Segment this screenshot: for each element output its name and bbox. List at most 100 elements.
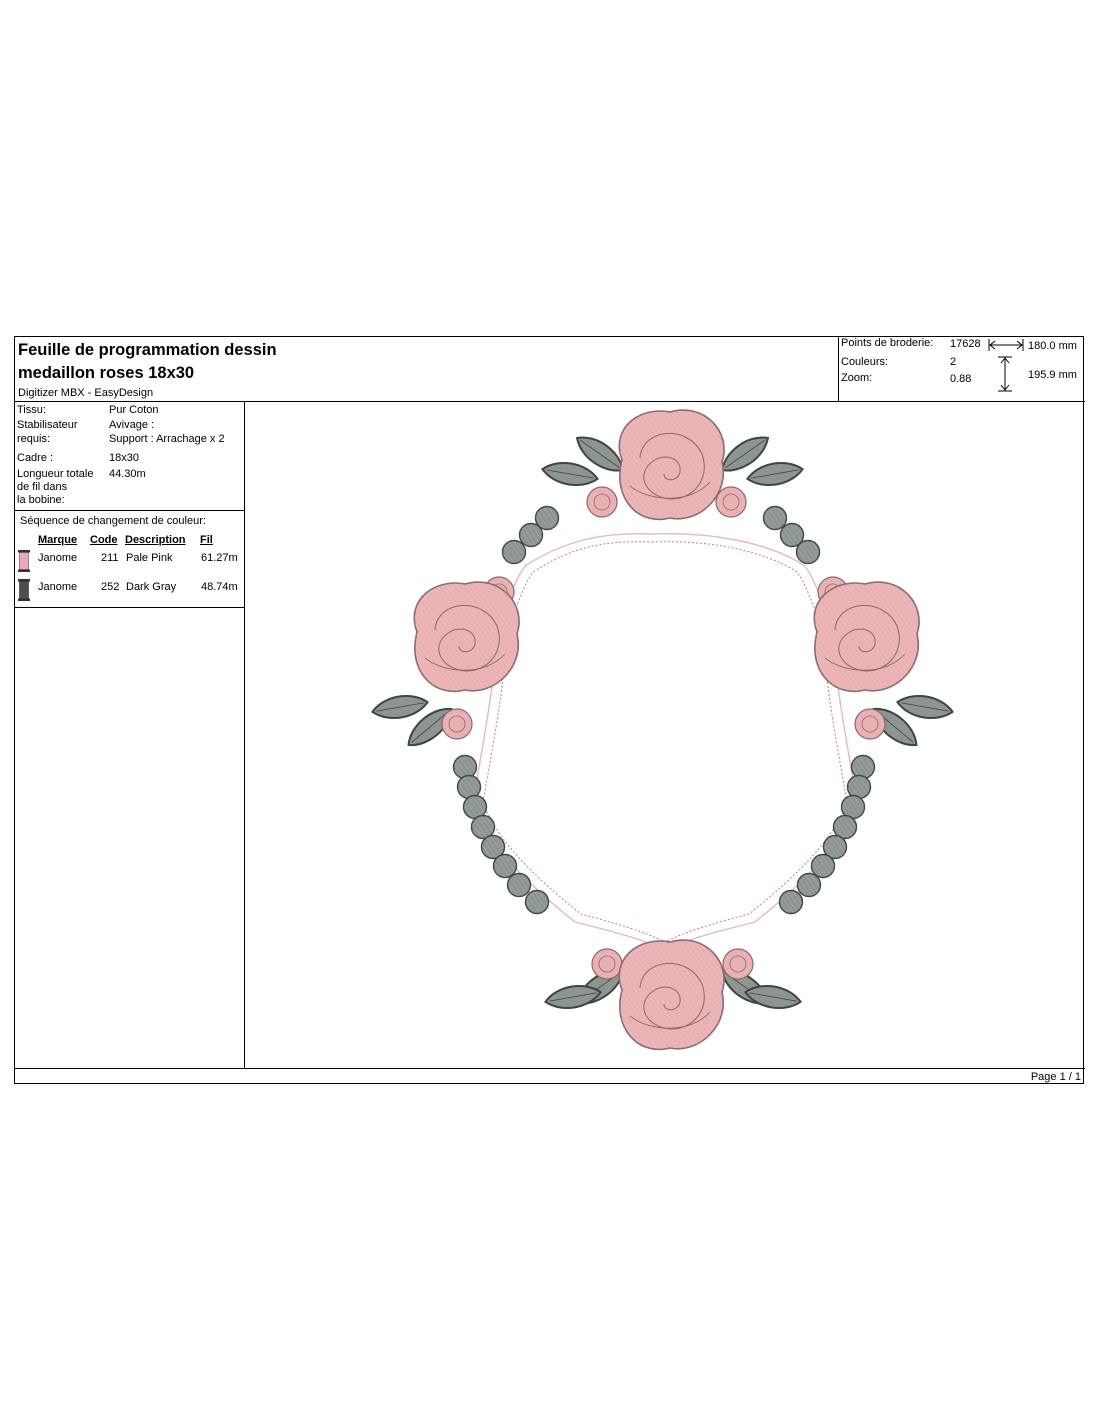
rose-petal-line (629, 1011, 711, 1029)
frame-label: Cadre : (17, 452, 54, 464)
fabric-label: Tissu: (17, 404, 46, 416)
bead-sheen (833, 815, 857, 839)
code-cell: 252 (101, 581, 120, 593)
brand-header: Marque (38, 534, 78, 546)
bud (722, 948, 754, 980)
rose-swirl (434, 604, 500, 672)
info-panel: Tissu: Pur Coton Stabilisateur Avivage :… (15, 402, 245, 1068)
stabilizer-value-2: Support : Arrachage x 2 (109, 433, 225, 445)
bead-sheen (851, 755, 875, 779)
design-title-line-2: medaillon roses 18x30 (18, 364, 195, 382)
stabilizer-label-1: Stabilisateur (17, 419, 78, 431)
thread-length-label-2: de fil dans (17, 481, 68, 493)
bead-sheen (519, 523, 543, 547)
bud-swirl (598, 955, 616, 973)
description-header: Description (125, 534, 186, 546)
rose-sheen (414, 582, 520, 692)
leaf (544, 985, 602, 1009)
leaf-vein (546, 469, 594, 479)
rose-swirl (639, 962, 705, 1030)
code-header: Code (90, 534, 118, 546)
rose-swirl (639, 432, 705, 500)
design-title-line-1: Feuille de programmation dessin (18, 341, 277, 359)
thread-length-value: 44.30m (109, 468, 146, 480)
thread-header: Fil (200, 534, 213, 546)
bead-sheen (780, 523, 804, 547)
design-height: 195.9 mm (1028, 369, 1077, 381)
leaf (744, 985, 802, 1009)
fabric-value: Pur Coton (109, 404, 159, 416)
frame-value: 18x30 (109, 452, 139, 464)
leaf (407, 707, 453, 747)
thread-cell: 61.27m (201, 552, 238, 564)
bead-sheen (493, 854, 517, 878)
leaf (371, 695, 429, 719)
bead-sheen (796, 540, 820, 564)
inner-frame-stitch (482, 541, 848, 943)
bead-sheen (453, 755, 477, 779)
leaves (371, 436, 954, 1009)
leaf-vein (580, 439, 620, 469)
leaf-vein (376, 702, 424, 712)
design-preview (245, 402, 1085, 1068)
bead-sheen (481, 835, 505, 859)
colors-value: 2 (950, 356, 957, 368)
brand-cell: Janome (38, 552, 78, 564)
bud (586, 486, 618, 518)
design-width: 180.0 mm (1028, 340, 1077, 352)
leaf-vein (751, 469, 799, 479)
rose-sheen (619, 940, 725, 1050)
stabilizer-value-1: Avivage : (109, 419, 155, 431)
bead-sheen (797, 873, 821, 897)
material-info: Tissu: Pur Coton Stabilisateur Avivage :… (15, 402, 244, 511)
bead-sheen (471, 815, 495, 839)
header-divider (15, 401, 1085, 402)
bud-swirl (861, 715, 879, 733)
stabilizer-label-2: requis: (17, 433, 51, 445)
zoom-value: 0.88 (950, 373, 972, 385)
bead-sheen (763, 506, 787, 530)
bead-sheen (779, 890, 803, 914)
bud (715, 486, 747, 518)
rose (618, 939, 725, 1051)
bud (441, 708, 473, 740)
rose-medallion-design (371, 409, 954, 1051)
rose-petal-line (629, 481, 711, 499)
bead-sheen (463, 795, 487, 819)
rose (618, 409, 725, 521)
stitches-value: 17628 (950, 338, 981, 350)
rose (413, 581, 520, 693)
leaf (746, 462, 804, 486)
rose (813, 581, 920, 693)
rose-sheen (814, 582, 920, 692)
bud-swirl (722, 493, 740, 511)
leaf-vein (901, 702, 949, 712)
leaf (896, 695, 954, 719)
bead-sheen (507, 873, 531, 897)
leaf-vein (749, 992, 797, 1002)
bud (854, 708, 886, 740)
description-cell: Dark Gray (126, 581, 177, 593)
dimension-arrows-icon (988, 339, 1024, 392)
leaf-vein (725, 439, 765, 469)
pink-spool-icon (18, 550, 30, 572)
rose-swirl (834, 604, 900, 672)
bud-swirl (593, 493, 611, 511)
bud-swirl (729, 955, 747, 973)
thread-cell: 48.74m (201, 581, 238, 593)
color-sequence: Séquence de changement de couleur: Marqu… (15, 511, 244, 608)
bead-sheen (502, 540, 526, 564)
code-cell: 211 (101, 552, 119, 564)
bead-sheen (841, 795, 865, 819)
page-number: Page 1 / 1 (1030, 1071, 1081, 1083)
bead-sheen (457, 775, 481, 799)
description-cell: Pale Pink (126, 552, 173, 564)
bead-sheen (535, 506, 559, 530)
rose-buds (441, 486, 886, 980)
sheet-header: Feuille de programmation dessin medaillo… (18, 339, 836, 399)
design-stats: Points de broderie: 17628 Couleurs: 2 Zo… (838, 337, 1085, 401)
bead-sheen (525, 890, 549, 914)
thread-length-label-1: Longueur totale (17, 468, 94, 480)
bead-sheen (847, 775, 871, 799)
colors-label: Couleurs: (841, 356, 889, 368)
